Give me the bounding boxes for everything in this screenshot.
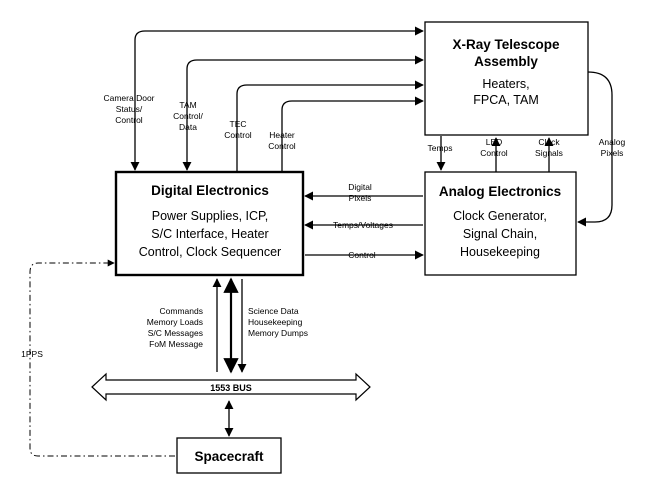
analog-pixels-label-1: Analog [599, 137, 626, 147]
tam-label-2: Control/ [173, 111, 203, 121]
science-label-1: Science Data [248, 306, 299, 316]
commands-connection: Commands Memory Loads S/C Messages FoM M… [147, 278, 222, 372]
spacecraft-title: Spacecraft [194, 449, 264, 464]
xray-telescope-box: X-Ray Telescope Assembly Heaters, FPCA, … [424, 21, 589, 136]
tec-control-connection: TEC Control [224, 80, 424, 172]
analog-electronics-box: Analog Electronics Clock Generator, Sign… [424, 171, 577, 276]
clock-signals-connection: Clock Signals [535, 137, 563, 172]
spacecraft-box: Spacecraft [176, 437, 282, 474]
xray-title-2: Assembly [474, 54, 538, 69]
heater-label-2: Control [268, 141, 296, 151]
digital-pixels-label-2: Pixels [349, 193, 372, 203]
xray-title-1: X-Ray Telescope [452, 37, 560, 52]
xray-body-1: Heaters, [482, 77, 529, 91]
science-label-3: Memory Dumps [248, 328, 308, 338]
tam-connection: TAM Control/ Data [173, 55, 424, 171]
clock-label-2: Signals [535, 148, 563, 158]
analog-pixels-connection: Analog Pixels [577, 71, 626, 227]
digital-body-1: Power Supplies, ICP, [152, 209, 269, 223]
analog-pixels-label-2: Pixels [601, 148, 624, 158]
temps-label: Temps [427, 143, 452, 153]
temps-connection: Temps [427, 136, 453, 171]
pps-connection: 1PPS [21, 259, 175, 457]
tam-label-3: Data [179, 122, 197, 132]
tam-label-1: TAM [179, 100, 196, 110]
digital-electronics-box: Digital Electronics Power Supplies, ICP,… [114, 170, 305, 277]
control-connection: Control [305, 250, 424, 260]
commands-label-2: Memory Loads [147, 317, 203, 327]
pps-label: 1PPS [21, 349, 43, 359]
bus-1553: 1553 BUS [91, 372, 371, 402]
digital-body-2: S/C Interface, Heater [151, 227, 268, 241]
commands-label-1: Commands [160, 306, 203, 316]
camera-door-label-1: Camera Door [103, 93, 154, 103]
analog-body-1: Clock Generator, [453, 209, 547, 223]
commands-label-4: FoM Message [149, 339, 203, 349]
camera-door-label-2: Status/ [116, 104, 143, 114]
control-label: Control [348, 250, 376, 260]
digital-pixels-connection: Digital Pixels [304, 182, 423, 203]
digital-title: Digital Electronics [151, 183, 269, 198]
science-data-connection: Science Data Housekeeping Memory Dumps [237, 279, 308, 373]
camera-door-connection: Camera Door Status/ Control [103, 26, 424, 171]
led-control-connection: LED Control [480, 137, 508, 172]
science-label-2: Housekeeping [248, 317, 303, 327]
digital-pixels-label-1: Digital [348, 182, 372, 192]
commands-label-3: S/C Messages [148, 328, 203, 338]
tec-label-2: Control [224, 130, 252, 140]
bus-label: 1553 BUS [210, 383, 252, 393]
heater-control-connection: Heater Control [268, 96, 424, 172]
xray-body-2: FPCA, TAM [473, 93, 539, 107]
led-label-2: Control [480, 148, 508, 158]
heater-label-1: Heater [269, 130, 295, 140]
led-label-1: LED [486, 137, 503, 147]
temps-voltages-label: Temps/Voltages [333, 220, 393, 230]
camera-door-label-3: Control [115, 115, 143, 125]
analog-title: Analog Electronics [439, 184, 561, 199]
tec-label-1: TEC [230, 119, 247, 129]
digital-body-3: Control, Clock Sequencer [139, 245, 281, 259]
analog-body-3: Housekeeping [460, 245, 540, 259]
temps-voltages-connection: Temps/Voltages [304, 220, 423, 230]
clock-label-1: Clock [538, 137, 560, 147]
analog-body-2: Signal Chain, [463, 227, 537, 241]
